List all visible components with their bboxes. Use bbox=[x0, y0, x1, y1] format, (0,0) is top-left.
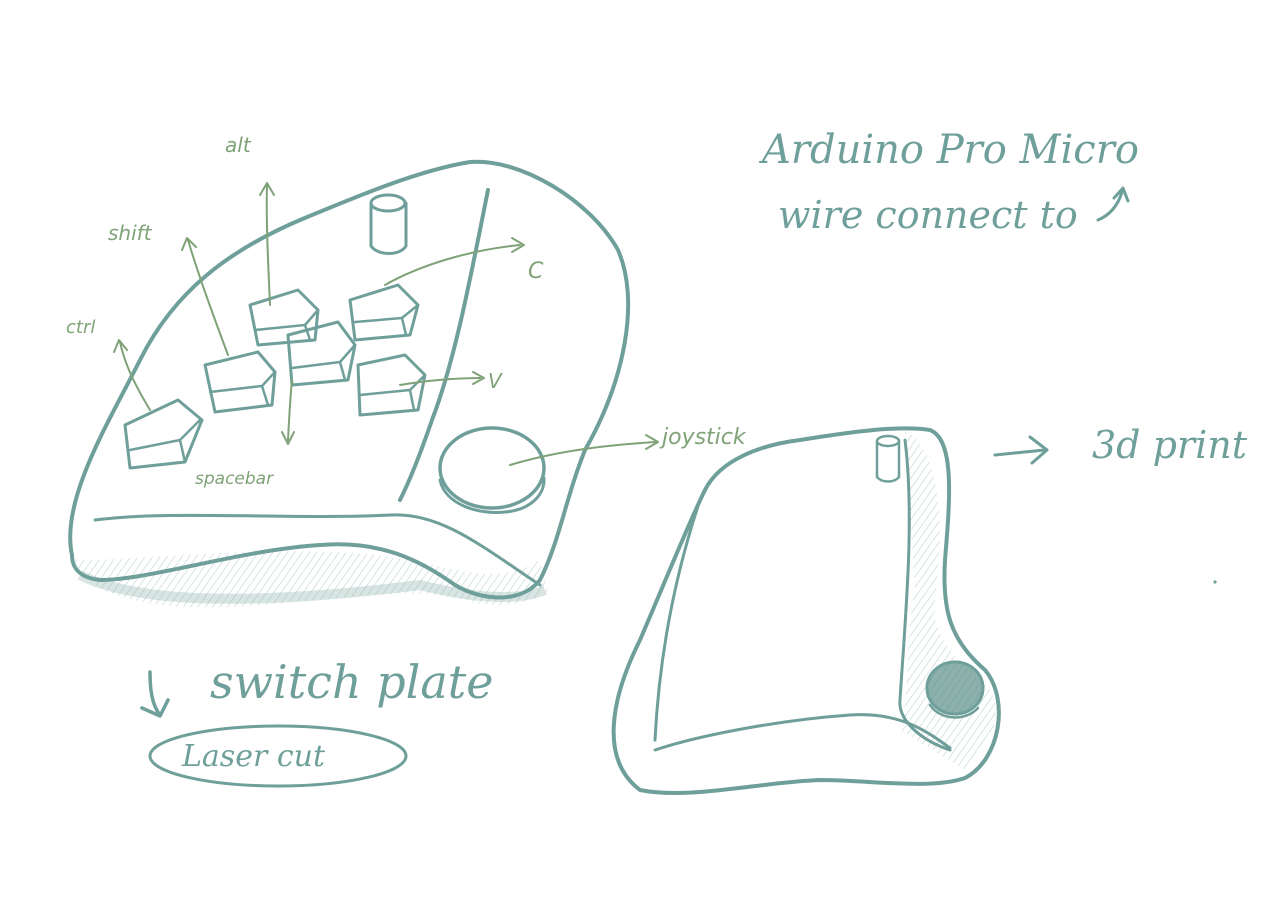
note-arduino-line1: Arduino Pro Micro bbox=[758, 127, 1139, 173]
annotation-labels: alt shift ctrl C V spacebar joystick bbox=[66, 133, 747, 489]
keycap-alt bbox=[250, 290, 318, 345]
keycap-c bbox=[350, 285, 418, 340]
arduino-note: Arduino Pro Micro wire connect to bbox=[758, 127, 1139, 237]
arrow-down-right-icon bbox=[150, 672, 160, 715]
label-c: C bbox=[528, 259, 544, 284]
print-note: 3d print bbox=[995, 423, 1248, 467]
label-shift: shift bbox=[108, 221, 153, 245]
label-joystick: joystick bbox=[659, 425, 747, 450]
note-switch-plate: switch plate bbox=[210, 655, 493, 709]
keycap-shift bbox=[205, 352, 275, 412]
label-spacebar: spacebar bbox=[195, 469, 274, 489]
enclosure-peg bbox=[877, 436, 899, 482]
arrow-curl-icon bbox=[1098, 192, 1122, 220]
note-laser-cut: Laser cut bbox=[181, 739, 326, 774]
ink-speck bbox=[1213, 580, 1216, 583]
keypad-device-drawing bbox=[70, 162, 628, 608]
switch-plate-note: switch plate Laser cut bbox=[142, 655, 493, 786]
label-ctrl: ctrl bbox=[66, 317, 95, 338]
enclosure-drawing bbox=[614, 428, 999, 793]
keycap-ctrl bbox=[125, 400, 202, 468]
device-peg bbox=[371, 195, 406, 254]
note-arduino-line2: wire connect to bbox=[778, 193, 1078, 237]
keycap-v bbox=[358, 355, 425, 415]
joystick-knob bbox=[440, 428, 544, 513]
note-3d-print: 3d print bbox=[1092, 423, 1248, 467]
keycap-middle bbox=[288, 322, 355, 385]
label-v: V bbox=[488, 369, 503, 393]
label-alt: alt bbox=[225, 133, 252, 157]
